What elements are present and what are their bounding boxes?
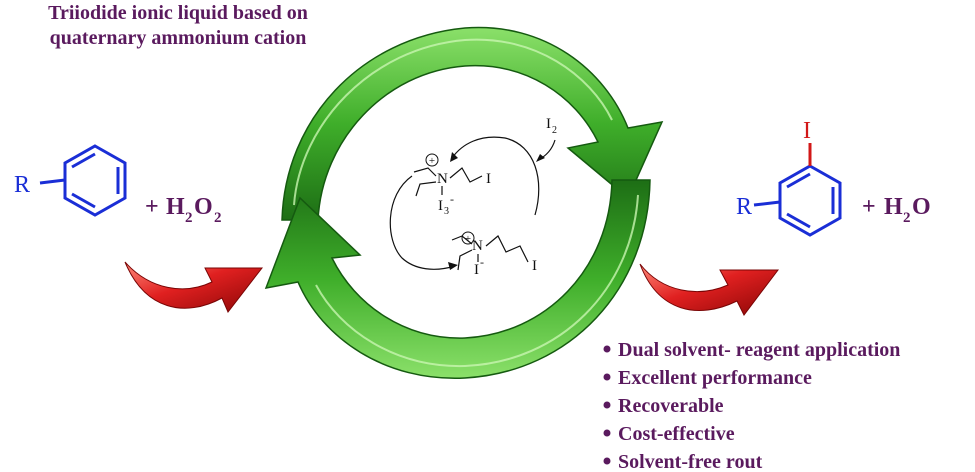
- title-line-1: Triiodide ionic liquid based on: [48, 2, 308, 24]
- h2o-o: O: [912, 194, 931, 220]
- bullet-dot-1: [603, 345, 611, 353]
- left-curved-arrow-head: [448, 262, 458, 270]
- product-double-bond-3: [786, 172, 811, 189]
- bullet-dot-2: [603, 373, 611, 381]
- reactant-ring: [63, 144, 127, 217]
- feature-item-2: Excellent performance: [618, 367, 812, 389]
- top-plus-circle: [425, 153, 439, 167]
- right-red-arrow: [639, 263, 780, 316]
- reactant-double-bond-2: [71, 192, 96, 209]
- title: Triiodide ionic liquid based on quaterna…: [48, 2, 308, 49]
- product-iodo-label: I: [803, 118, 811, 144]
- iodine-i: I: [546, 116, 551, 132]
- reactant-r-bond: [39, 178, 66, 185]
- left-curved-arrow: [389, 175, 456, 270]
- reactant-plus: +: [145, 194, 159, 220]
- top-alkyl-iodide: I: [486, 171, 491, 187]
- left-red-arrow: [124, 261, 264, 313]
- triiodide-charge: -: [450, 192, 454, 206]
- feature-item-3: Recoverable: [618, 395, 724, 417]
- feature-item-5: Solvent-free rout: [618, 451, 763, 472]
- upper-curved-arrow: [451, 136, 540, 216]
- bottom-nitrogen: N: [472, 238, 483, 254]
- reactant-r-label: R: [14, 172, 30, 198]
- product-r-label: R: [736, 194, 752, 220]
- feature-list: Dual solvent- reagent application Excell…: [603, 339, 900, 472]
- title-line-2: quaternary ammonium cation: [50, 27, 307, 49]
- product-ring: [778, 164, 842, 237]
- triiodide-sub: 3: [444, 206, 449, 217]
- h2o-sub: 2: [903, 210, 911, 226]
- bottom-plus-circle: [461, 231, 475, 245]
- product-r-bond: [753, 200, 781, 207]
- cycle-arrow-bottom: [264, 179, 651, 379]
- product-double-bond-2: [786, 212, 811, 229]
- feature-item-1: Dual solvent- reagent application: [618, 339, 900, 361]
- mechanism: I 2 + N I I 3 - + N I: [389, 116, 557, 278]
- bullet-dot-5: [603, 457, 611, 465]
- bottom-ammonium-bonds: [451, 235, 529, 271]
- h2o2-h: H: [166, 194, 185, 220]
- bullet-dot-3: [603, 401, 611, 409]
- reactant-double-bond-3: [71, 152, 96, 169]
- cycle-highlight-bottom: [315, 194, 639, 368]
- i2-arrow-head: [536, 154, 545, 162]
- cycle-highlight-top: [293, 38, 613, 206]
- feature-item-4: Cost-effective: [618, 423, 735, 445]
- bullet-dot-4: [603, 429, 611, 437]
- top-ammonium-bonds: [413, 167, 483, 197]
- h2o-h: H: [884, 194, 903, 220]
- top-nitrogen: N: [437, 171, 448, 187]
- top-plus: +: [429, 155, 435, 167]
- h2o2-sub-2: 2: [214, 210, 222, 226]
- product-plus: +: [862, 194, 876, 220]
- h2o2-o: O: [194, 194, 213, 220]
- catalytic-cycle: [264, 26, 664, 379]
- iodine-sub: 2: [552, 125, 557, 136]
- cycle-arrow-top: [281, 26, 664, 221]
- reactant-benzene: [39, 144, 127, 217]
- h2o2-sub-1: 2: [185, 210, 193, 226]
- triiodide-i: I: [438, 198, 443, 214]
- bottom-alkyl-iodide: I: [532, 258, 537, 274]
- iodide-charge: -: [480, 255, 484, 269]
- iodide-i: I: [474, 262, 479, 278]
- upper-curved-arrow-head: [450, 152, 458, 162]
- bottom-plus: +: [465, 233, 471, 245]
- product-benzene: [753, 164, 842, 237]
